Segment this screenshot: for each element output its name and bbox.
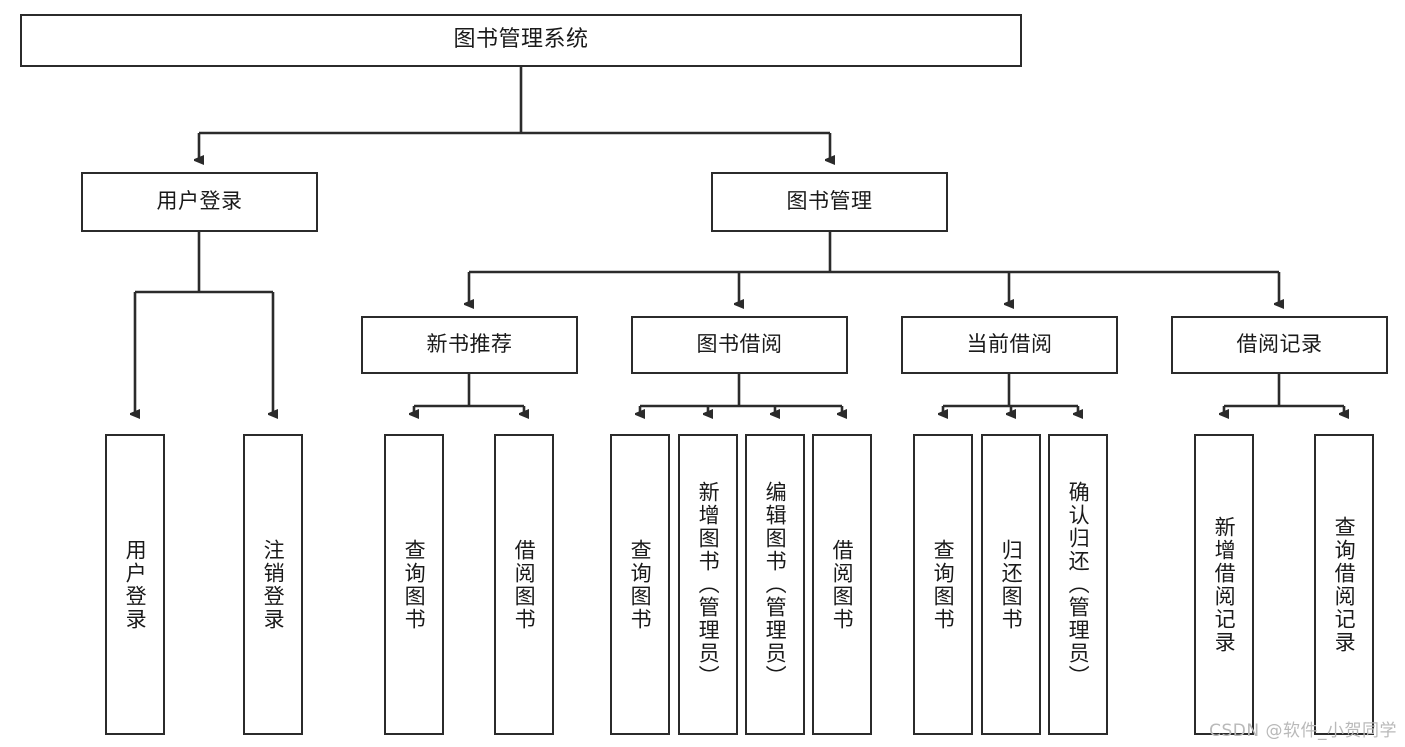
leaf-query-book-current[interactable]: 查询图书 bbox=[913, 434, 973, 735]
node-label: 查询图书 bbox=[402, 538, 427, 631]
node-label: 图书管理系统 bbox=[453, 27, 589, 53]
node-label: 当前借阅 bbox=[966, 332, 1053, 357]
leaf-logout[interactable]: 注销登录 bbox=[243, 434, 303, 735]
node-label: 新增图书（管理员） bbox=[696, 481, 721, 688]
node-label: 归还图书 bbox=[999, 538, 1024, 631]
node-book-borrowing[interactable]: 图书借阅 bbox=[631, 316, 848, 374]
node-new-book-recommendation[interactable]: 新书推荐 bbox=[361, 316, 578, 374]
csdn-watermark: CSDN @软件_小贺同学 bbox=[1209, 721, 1397, 741]
node-label: 借阅图书 bbox=[830, 538, 855, 631]
leaf-borrow-book-recommendation[interactable]: 借阅图书 bbox=[494, 434, 554, 735]
node-label: 用户登录 bbox=[123, 538, 148, 631]
node-label: 查询借阅记录 bbox=[1332, 515, 1357, 654]
leaf-borrow-book-borrowing[interactable]: 借阅图书 bbox=[812, 434, 872, 735]
leaf-query-borrow-record[interactable]: 查询借阅记录 bbox=[1314, 434, 1374, 735]
node-book-management[interactable]: 图书管理 bbox=[711, 172, 948, 232]
node-label: 借阅图书 bbox=[512, 538, 537, 631]
node-label: 确认归还（管理员） bbox=[1066, 481, 1091, 688]
node-label: 图书管理 bbox=[786, 189, 873, 214]
node-label: 借阅记录 bbox=[1236, 332, 1323, 357]
leaf-add-borrow-record[interactable]: 新增借阅记录 bbox=[1194, 434, 1254, 735]
leaf-edit-book-admin[interactable]: 编辑图书（管理员） bbox=[745, 434, 805, 735]
leaf-confirm-return-admin[interactable]: 确认归还（管理员） bbox=[1048, 434, 1108, 735]
leaf-query-book-recommendation[interactable]: 查询图书 bbox=[384, 434, 444, 735]
node-root-book-management-system[interactable]: 图书管理系统 bbox=[20, 14, 1022, 67]
leaf-query-book-borrowing[interactable]: 查询图书 bbox=[610, 434, 670, 735]
node-user-login[interactable]: 用户登录 bbox=[81, 172, 318, 232]
leaf-add-book-admin[interactable]: 新增图书（管理员） bbox=[678, 434, 738, 735]
node-borrow-records[interactable]: 借阅记录 bbox=[1171, 316, 1388, 374]
node-current-borrowing[interactable]: 当前借阅 bbox=[901, 316, 1118, 374]
leaf-return-book[interactable]: 归还图书 bbox=[981, 434, 1041, 735]
leaf-user-login[interactable]: 用户登录 bbox=[105, 434, 165, 735]
node-label: 用户登录 bbox=[156, 189, 243, 214]
node-label: 注销登录 bbox=[261, 538, 286, 631]
node-label: 查询图书 bbox=[628, 538, 653, 631]
node-label: 新增借阅记录 bbox=[1212, 515, 1237, 654]
node-label: 查询图书 bbox=[931, 538, 956, 631]
node-label: 新书推荐 bbox=[426, 332, 513, 357]
node-label: 图书借阅 bbox=[696, 332, 783, 357]
node-label: 编辑图书（管理员） bbox=[763, 481, 788, 688]
